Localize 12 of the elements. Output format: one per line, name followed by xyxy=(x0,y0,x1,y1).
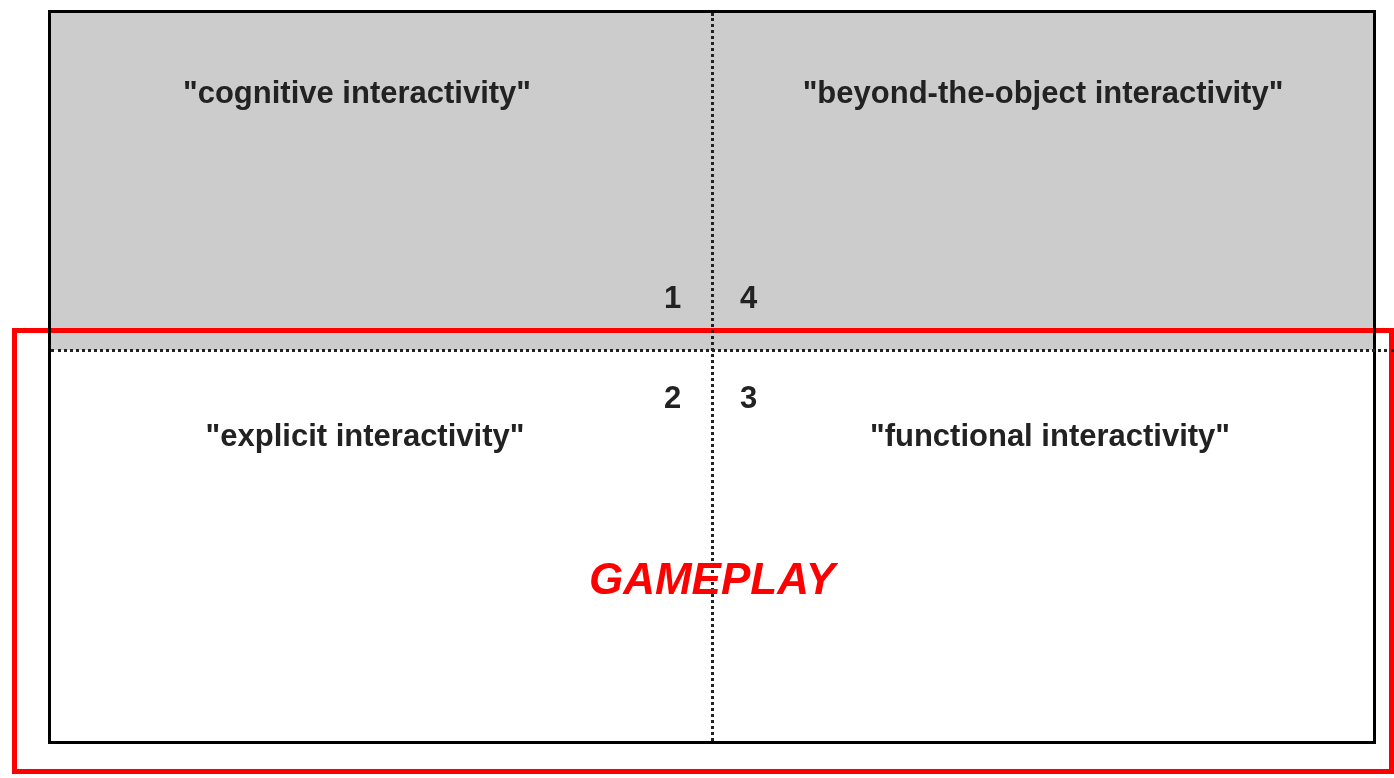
quadrant-panel xyxy=(48,10,712,350)
quadrant-number: 3 xyxy=(740,380,758,416)
quadrant-title: "functional interactivity" xyxy=(869,418,1231,454)
quadrant-panel xyxy=(712,10,1376,350)
quadrant-number: 2 xyxy=(664,380,682,416)
highlight-outline xyxy=(12,328,1394,774)
quadrant-title: "explicit interactivity" xyxy=(205,418,525,454)
quadrant-title: "cognitive interactivity" xyxy=(182,75,532,111)
quadrant-title: "beyond-the-object interactivity" xyxy=(802,75,1284,111)
area-label: GAMEPLAY xyxy=(588,554,836,604)
quadrant-number: 4 xyxy=(740,280,758,316)
quadrant-number: 1 xyxy=(664,280,682,316)
